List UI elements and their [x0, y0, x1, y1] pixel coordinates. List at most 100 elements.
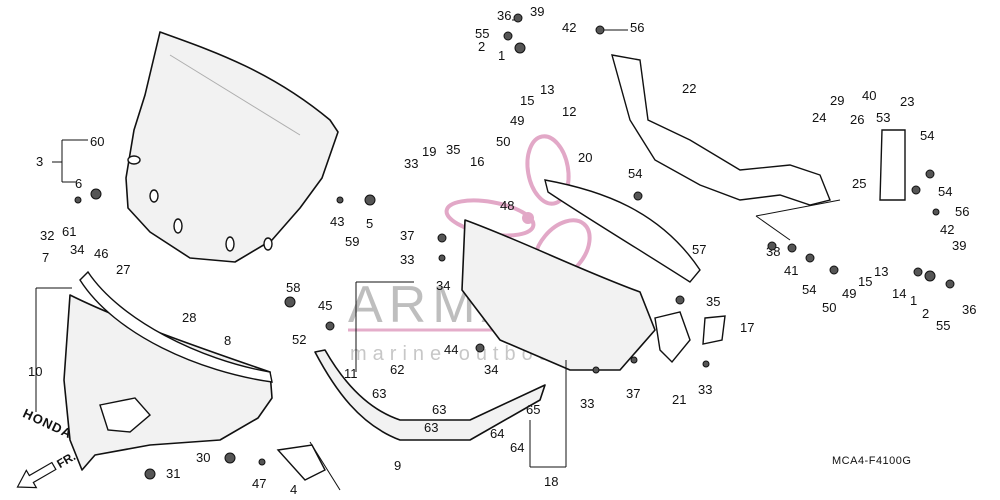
callout-18: 18 — [544, 474, 558, 489]
callout-37-b: 37 — [626, 386, 640, 401]
callout-54-d: 54 — [802, 282, 816, 297]
callout-36: 36 — [497, 8, 511, 23]
callout-54-a: 54 — [920, 128, 934, 143]
callout-2-b: 2 — [922, 306, 929, 321]
callout-19: 19 — [422, 144, 436, 159]
callout-1: 1 — [498, 48, 505, 63]
callout-35-a: 35 — [446, 142, 460, 157]
callout-56: 56 — [630, 20, 644, 35]
callout-3: 3 — [36, 154, 43, 169]
callout-22: 22 — [682, 81, 696, 96]
callout-23: 23 — [900, 94, 914, 109]
callout-labels: 36 39 55 42 56 2 1 15 13 12 49 50 22 29 … — [28, 4, 976, 497]
callout-39: 39 — [530, 4, 544, 19]
callout-37-a: 37 — [400, 228, 414, 243]
callout-7: 7 — [42, 250, 49, 265]
callout-32: 32 — [40, 228, 54, 243]
callout-42: 42 — [562, 20, 576, 35]
callout-33-c: 33 — [580, 396, 594, 411]
callout-16: 16 — [470, 154, 484, 169]
hardware-fasteners — [74, 13, 955, 480]
callout-11: 11 — [344, 366, 358, 381]
callout-9: 9 — [394, 458, 401, 473]
callout-55: 55 — [475, 26, 489, 41]
callout-34-b: 34 — [436, 278, 450, 293]
callout-2: 2 — [478, 39, 485, 54]
callout-63-a: 63 — [372, 386, 386, 401]
callout-35-b: 35 — [706, 294, 720, 309]
callout-58: 58 — [286, 280, 300, 295]
callout-63-c: 63 — [424, 420, 438, 435]
callout-47: 47 — [252, 476, 266, 491]
callout-46: 46 — [94, 246, 108, 261]
callout-10: 10 — [28, 364, 42, 379]
callout-6: 6 — [75, 176, 82, 191]
callout-36-b: 36 — [962, 302, 976, 317]
callout-29: 29 — [830, 93, 844, 108]
callout-44: 44 — [444, 342, 458, 357]
callout-12: 12 — [562, 104, 576, 119]
callout-64-a: 64 — [490, 426, 504, 441]
garnish-strip — [79, 270, 273, 383]
callout-13-b: 13 — [874, 264, 888, 279]
inner-cowl — [461, 219, 656, 371]
callout-34: 34 — [70, 242, 84, 257]
callout-33-b: 33 — [400, 252, 414, 267]
callout-50: 50 — [496, 134, 510, 149]
callout-4: 4 — [290, 482, 297, 497]
callout-20: 20 — [578, 150, 592, 165]
callout-43: 43 — [330, 214, 344, 229]
callout-26: 26 — [850, 112, 864, 127]
callout-55-b: 55 — [936, 318, 950, 333]
callout-42-b: 42 — [940, 222, 954, 237]
callout-15: 15 — [520, 93, 534, 108]
callout-1-b: 1 — [910, 293, 917, 308]
callout-49: 49 — [510, 113, 524, 128]
callout-13: 13 — [540, 82, 554, 97]
callout-65: 65 — [526, 402, 540, 417]
callout-54-c: 54 — [628, 166, 642, 181]
frame-bracket — [611, 54, 831, 206]
callout-50-b: 50 — [822, 300, 836, 315]
callout-62: 62 — [390, 362, 404, 377]
callout-56-b: 56 — [955, 204, 969, 219]
callout-57: 57 — [692, 242, 706, 257]
callout-59: 59 — [345, 234, 359, 249]
callout-54-b: 54 — [938, 184, 952, 199]
callout-33-d: 33 — [698, 382, 712, 397]
front-direction-arrow-icon: FR. — [16, 449, 78, 489]
callout-39-b: 39 — [952, 238, 966, 253]
callout-40: 40 — [862, 88, 876, 103]
callout-14: 14 — [892, 286, 906, 301]
callout-45: 45 — [318, 298, 332, 313]
callout-52: 52 — [292, 332, 306, 347]
callout-8: 8 — [224, 333, 231, 348]
side-bracket — [879, 129, 906, 201]
callout-60: 60 — [90, 134, 104, 149]
diagram-code: MCA4-F4100G — [832, 455, 911, 467]
callout-53: 53 — [876, 110, 890, 125]
callout-48: 48 — [500, 198, 514, 213]
side-cover-21 — [654, 311, 691, 364]
callout-30: 30 — [196, 450, 210, 465]
callout-63-b: 63 — [432, 402, 446, 417]
plate-17 — [702, 315, 726, 345]
inner-lid — [544, 179, 701, 283]
callout-15-b: 15 — [858, 274, 872, 289]
callout-25: 25 — [852, 176, 866, 191]
center-duct — [314, 349, 546, 441]
callout-27: 27 — [116, 262, 130, 277]
callout-28: 28 — [182, 310, 196, 325]
callout-33-a: 33 — [404, 156, 418, 171]
leader-lines — [35, 19, 841, 491]
callout-64-b: 64 — [510, 440, 524, 455]
pad-4 — [276, 444, 326, 481]
windscreen — [125, 31, 339, 263]
callout-34-c: 34 — [484, 362, 498, 377]
front-cowl-left: HONDA — [21, 294, 273, 471]
callout-31: 31 — [166, 466, 180, 481]
callout-61: 61 — [62, 224, 76, 239]
callout-17: 17 — [740, 320, 754, 335]
callout-41: 41 — [784, 263, 798, 278]
